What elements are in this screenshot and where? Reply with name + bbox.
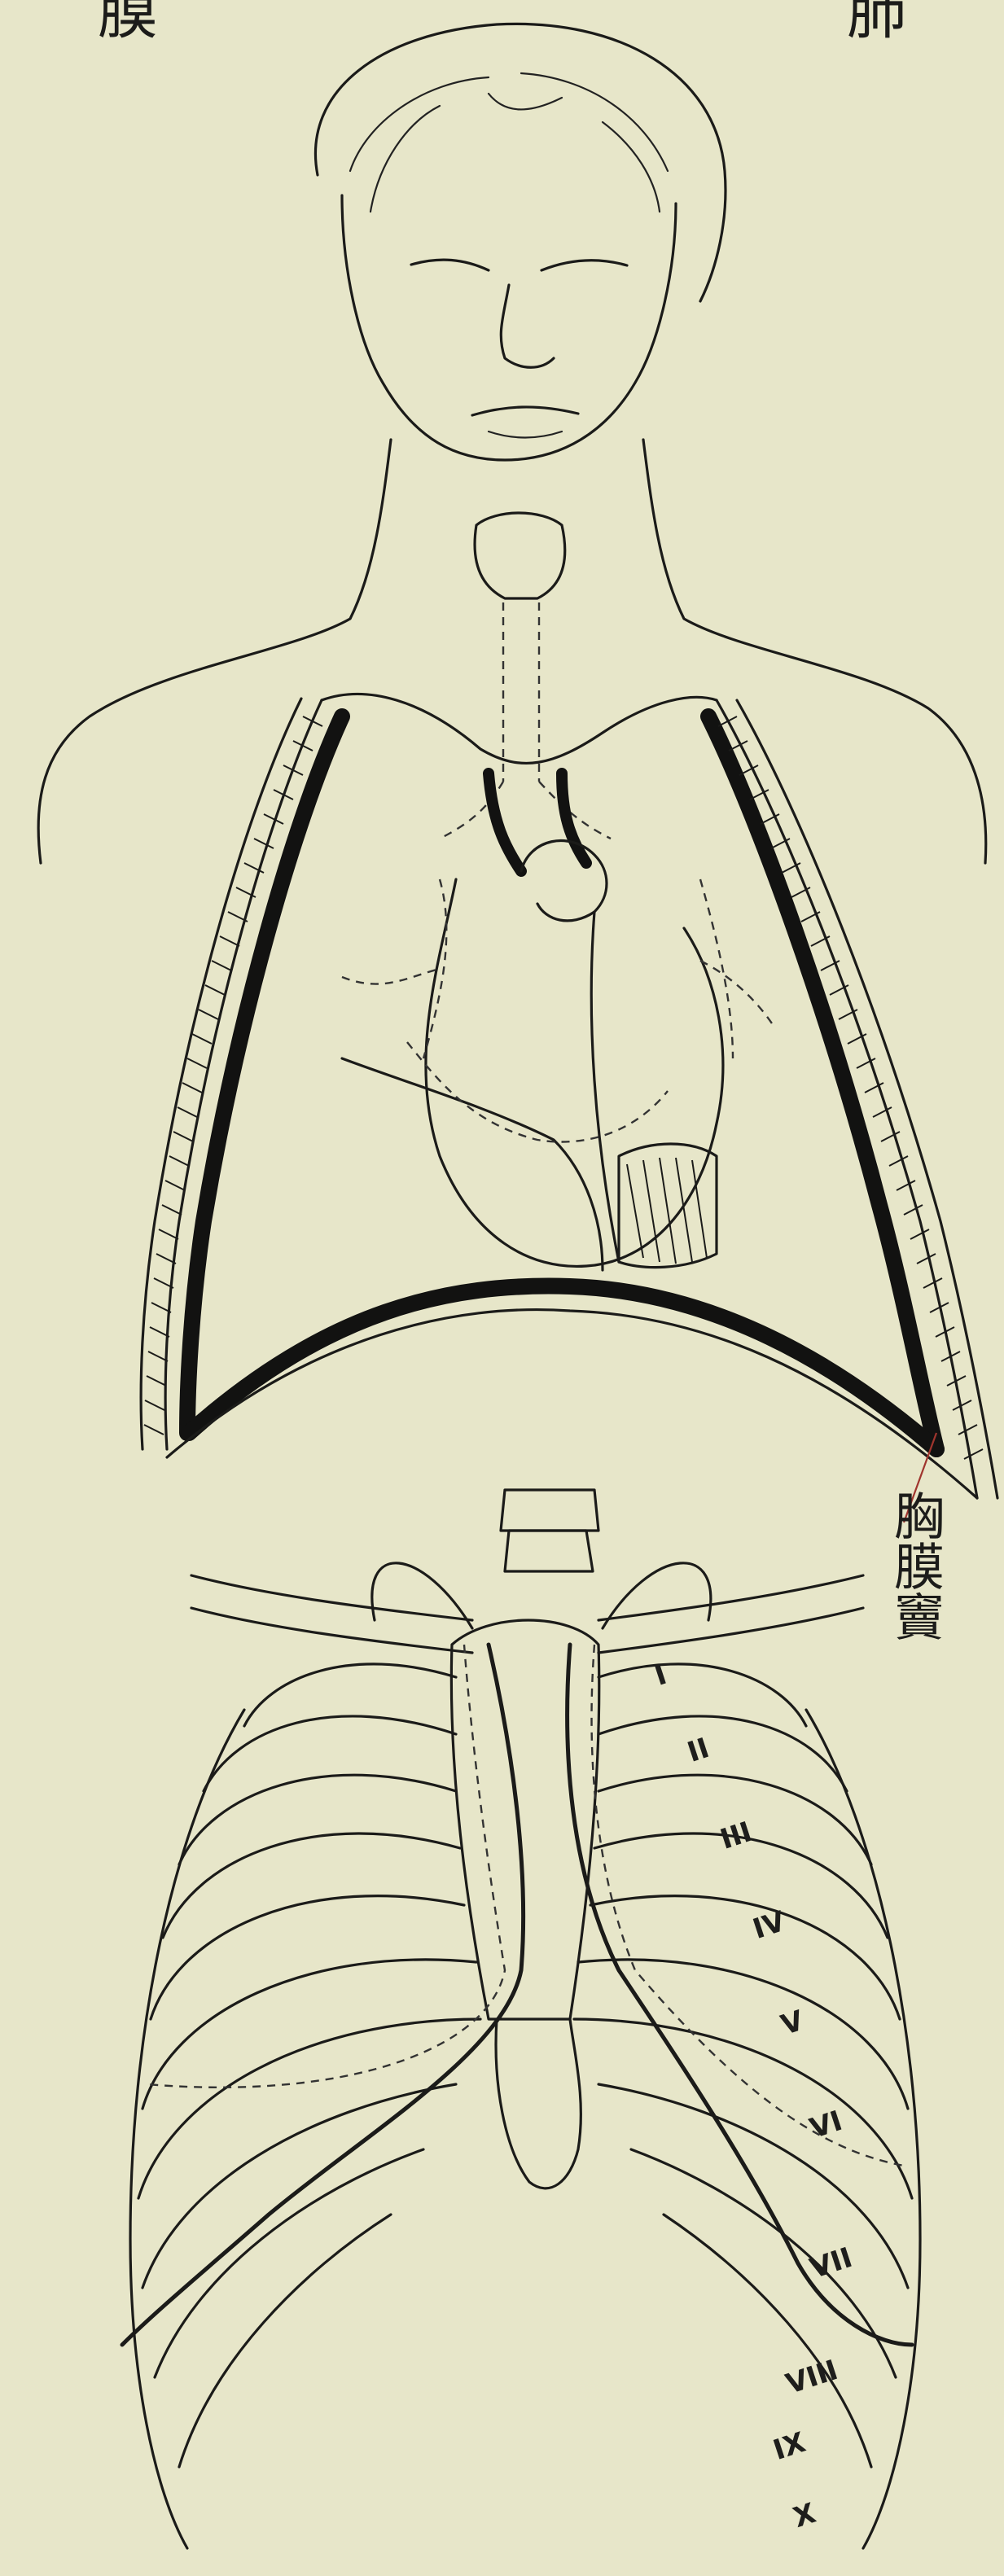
pleural-recess-label: 胸膜竇 [879,1490,945,1641]
heart-vessels [342,773,774,1270]
head [315,24,726,460]
neck-shoulders [38,440,986,863]
